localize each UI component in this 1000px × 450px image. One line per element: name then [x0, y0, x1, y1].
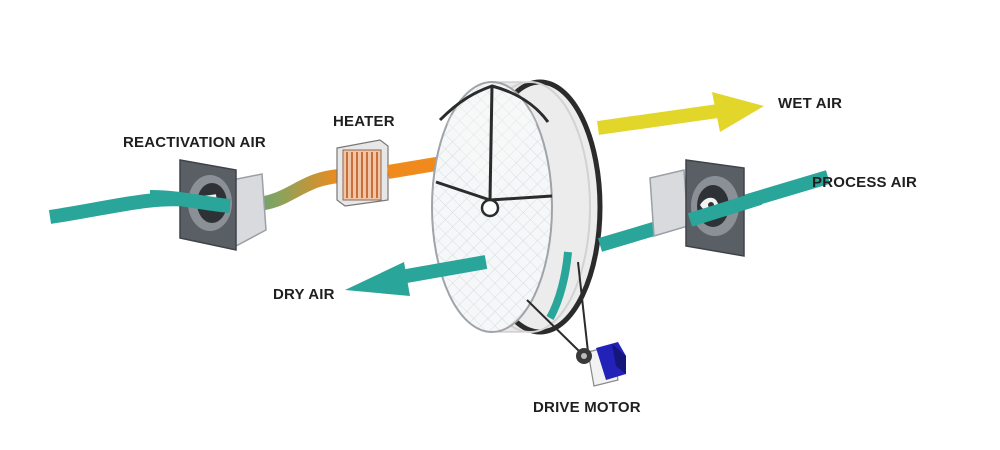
process-air-stream-front — [687, 191, 763, 227]
heater-label: HEATER — [333, 113, 395, 130]
drive-motor-icon — [576, 342, 626, 387]
dry-air-label: DRY AIR — [273, 286, 335, 303]
dry-air-arrow — [345, 255, 488, 296]
process-air-label: PROCESS AIR — [812, 174, 917, 191]
reactivation-air-stream-front — [149, 190, 231, 213]
drive-belt — [526, 261, 589, 353]
drive-motor-label: DRIVE MOTOR — [533, 399, 641, 416]
heater-icon — [336, 139, 389, 207]
wet-air-label: WET AIR — [778, 95, 843, 112]
wheel-process-sector — [546, 251, 572, 320]
wet-air-arrow — [597, 92, 764, 135]
reactivation-air-label: REACTIVATION AIR — [123, 134, 266, 151]
desiccant-wheel-icon — [431, 79, 603, 335]
